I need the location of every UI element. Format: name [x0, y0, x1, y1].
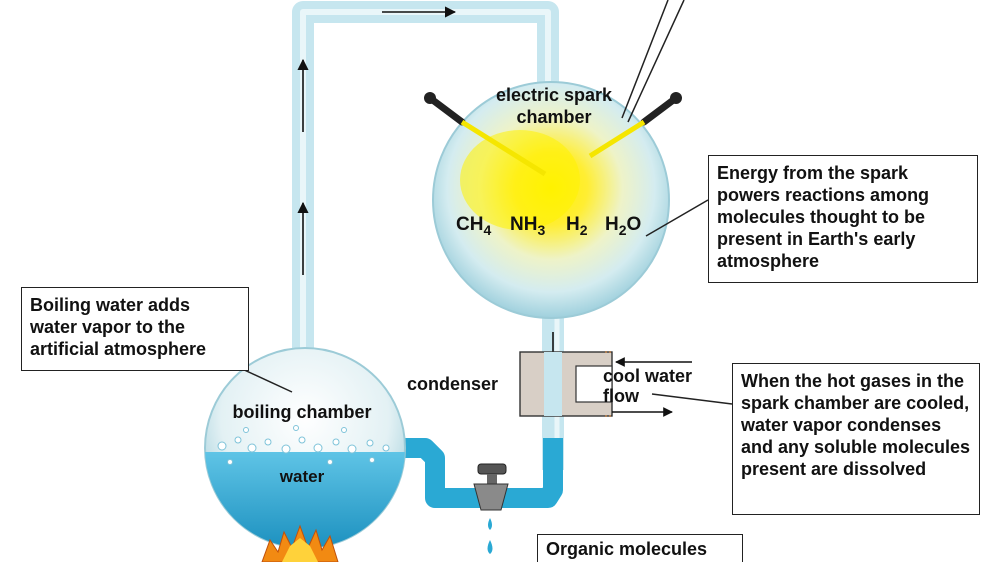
callout-leaders	[239, 199, 733, 405]
gas-formulas: CH4 NH3 H2 H2O	[456, 214, 641, 238]
energy-callout: Energy from the spark powers reactions a…	[708, 155, 978, 283]
condenser-jacket	[519, 351, 613, 417]
cool-water-arrows	[612, 357, 692, 417]
chamber-label-line1: electric spark	[496, 85, 613, 105]
water-drops	[487, 518, 493, 554]
gas-formula-1: NH3	[510, 214, 545, 238]
gas-formula-2: H2	[566, 214, 588, 238]
chamber-label-line2: chamber	[516, 107, 591, 127]
gas-formula-0: CH4	[456, 214, 491, 238]
spark-pointer-lines	[621, 0, 685, 123]
cool-water-label-line1: cool water	[603, 366, 692, 386]
electrode-right	[588, 92, 682, 159]
organic-molecules-callout: Organic molecules	[537, 534, 743, 562]
gas-formula-3: H2O	[605, 214, 641, 238]
water-label: water	[279, 467, 325, 486]
cool-water-label-line2: flow	[603, 386, 640, 406]
condense-callout: When the hot gases in the spark chamber …	[732, 363, 980, 515]
boiling-chamber-label: boiling chamber	[232, 402, 371, 422]
flame-icon	[261, 524, 339, 562]
stopcock-valve[interactable]	[473, 463, 509, 511]
boiling-callout: Boiling water adds water vapor to the ar…	[21, 287, 249, 371]
condenser-label: condenser	[407, 374, 498, 394]
boiling-chamber-flask	[204, 347, 406, 549]
electrode-left	[424, 92, 547, 177]
